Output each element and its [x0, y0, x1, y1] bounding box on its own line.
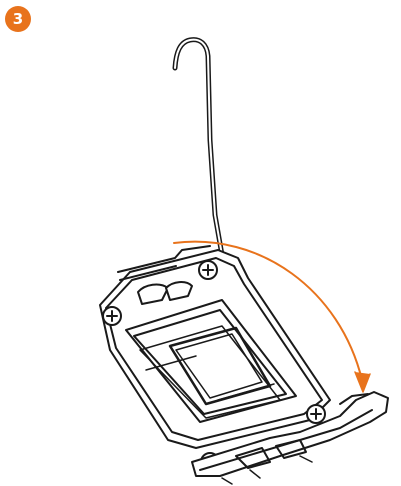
load-lever — [172, 37, 225, 258]
socket-inner-area — [125, 299, 297, 423]
screw-icon — [306, 404, 326, 424]
socket-frame — [99, 245, 331, 449]
step-number-badge: 3 — [5, 6, 31, 32]
screw-icon — [102, 306, 122, 326]
load-plate — [191, 391, 389, 485]
screw-icon — [198, 260, 218, 280]
curved-arrow-icon — [173, 240, 371, 393]
